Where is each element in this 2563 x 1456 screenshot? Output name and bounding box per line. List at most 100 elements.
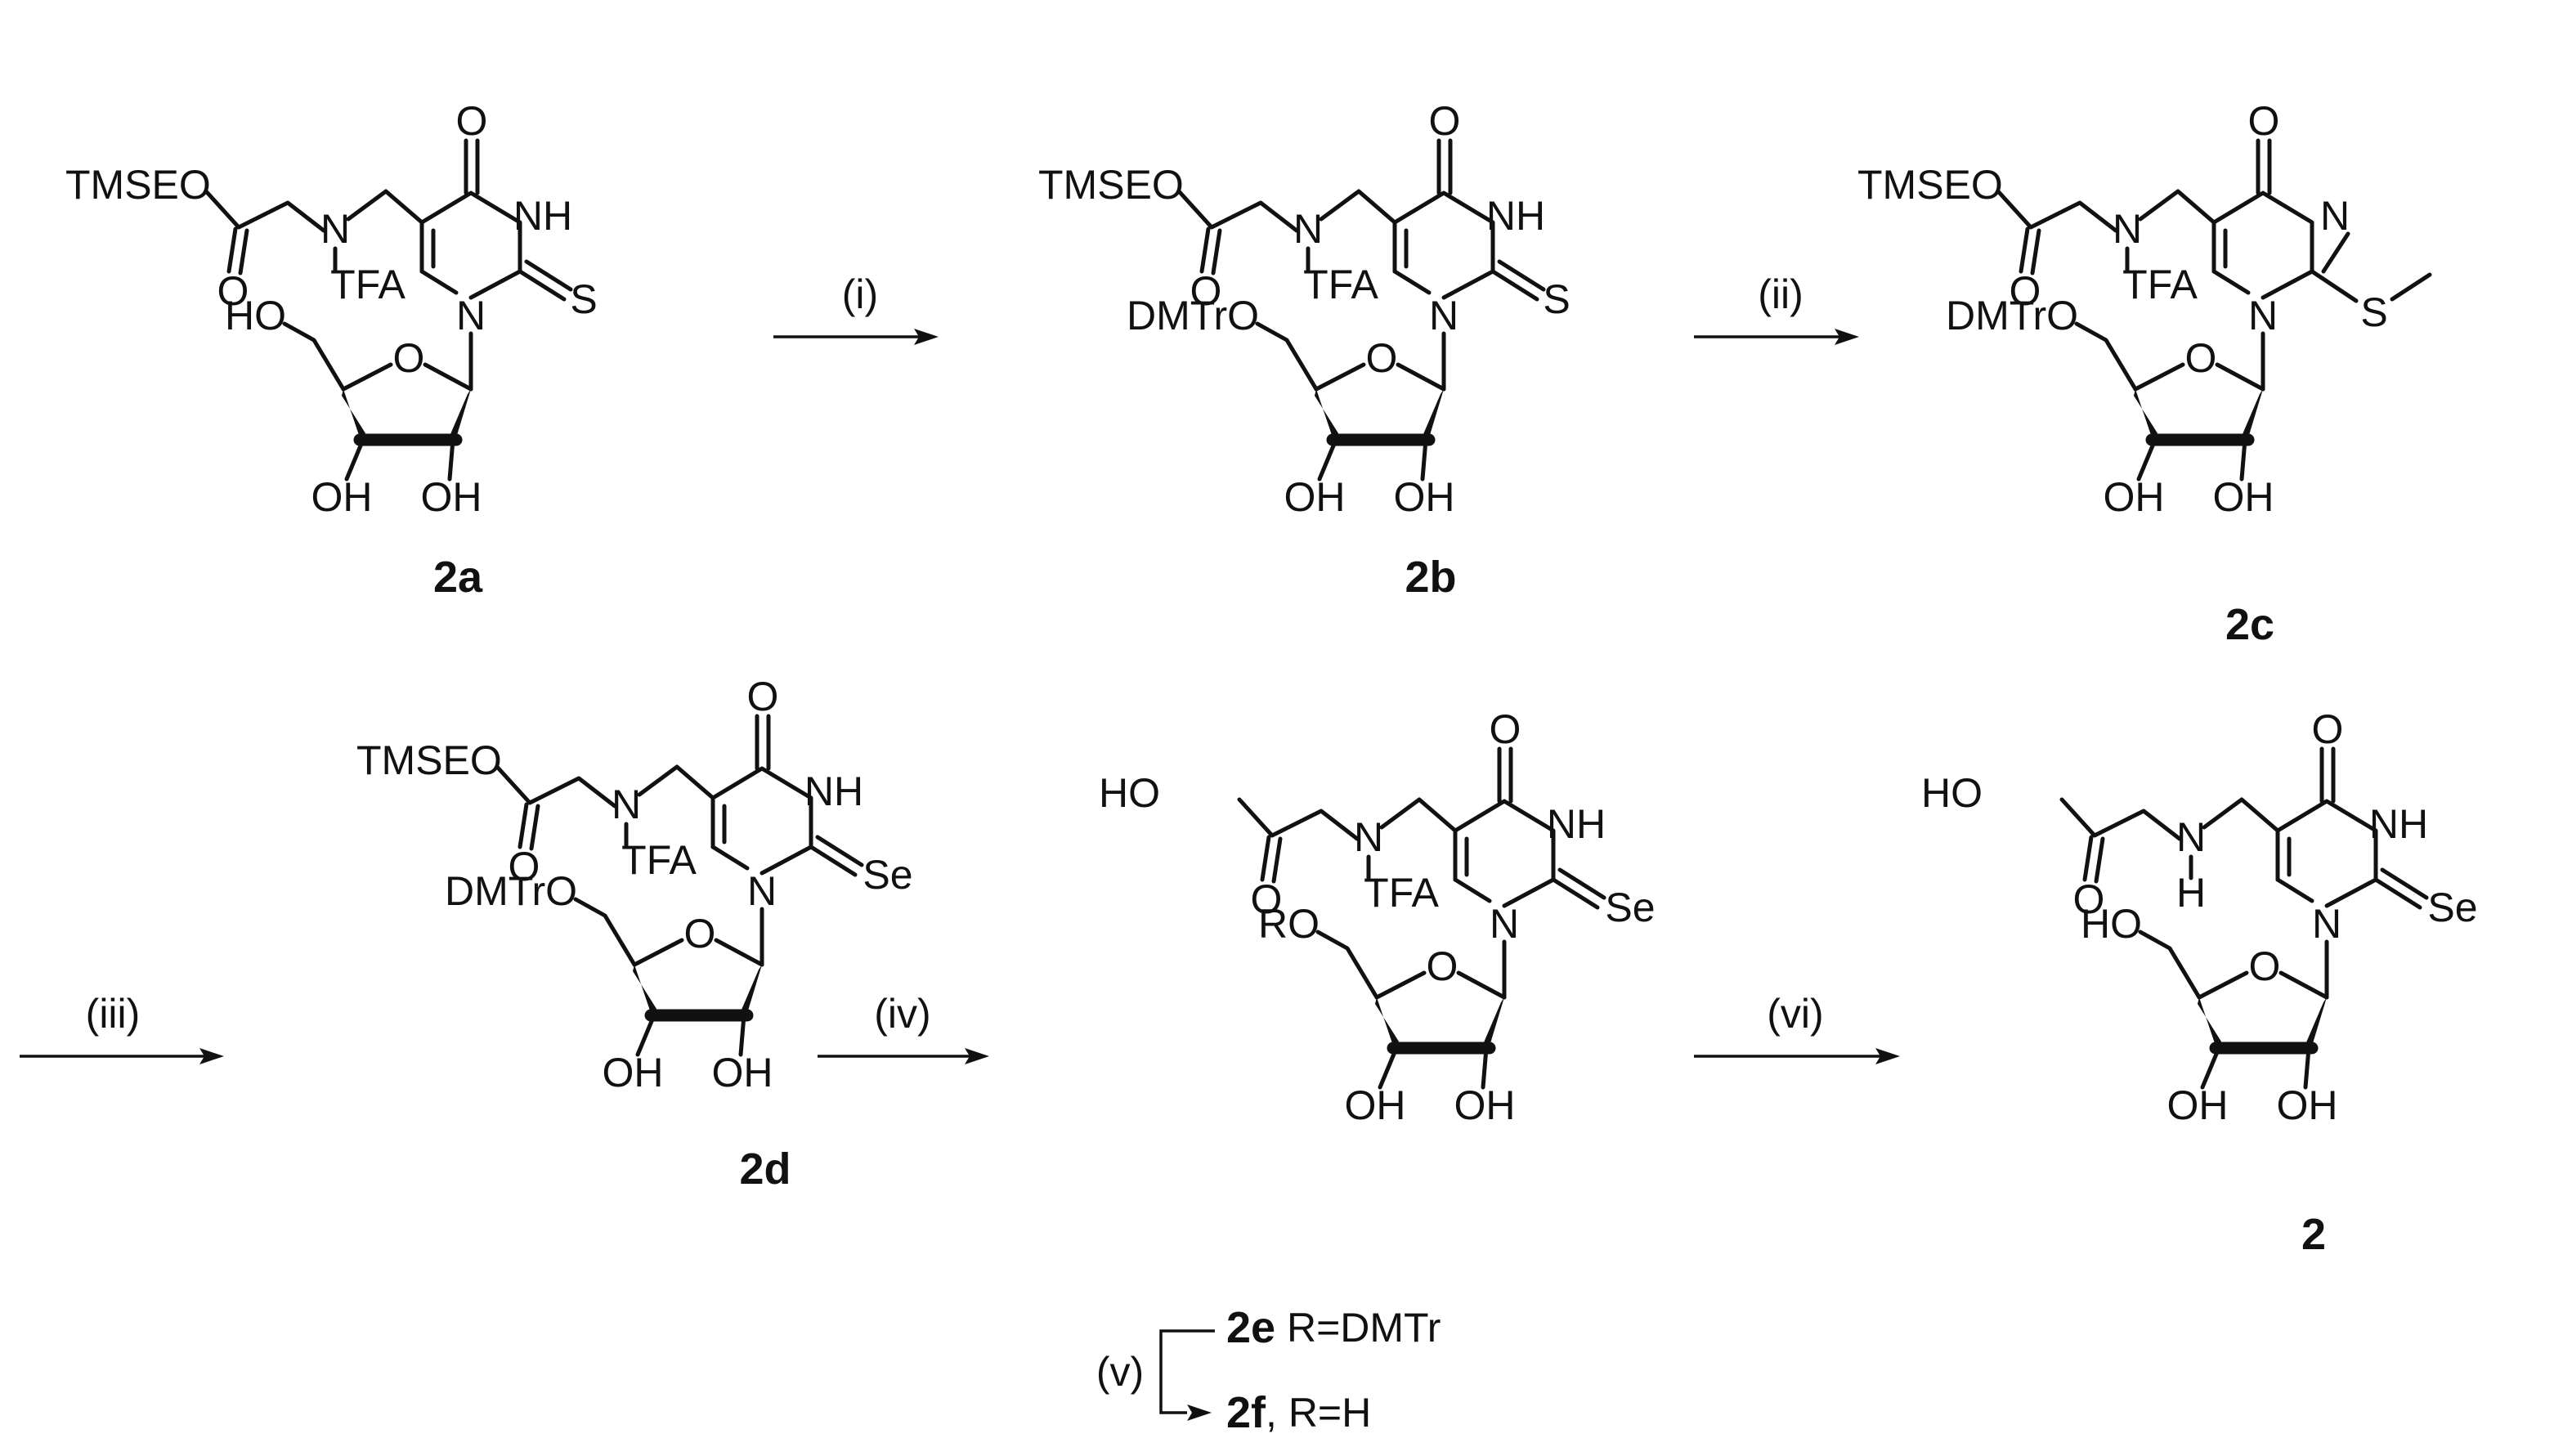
- side-chain-bonds: [1237, 797, 1360, 841]
- methylene-bonds: [346, 189, 424, 225]
- stereo-wedge: [2304, 997, 2327, 1051]
- ring-double-bond: [2321, 231, 2350, 274]
- stereo-wedge: [739, 965, 762, 1019]
- hydroxyl-bond: [635, 1013, 656, 1057]
- c5-substituent-label: HO: [225, 293, 286, 338]
- stereo-wedge: [1375, 997, 1399, 1051]
- methyl-bond: [2390, 272, 2432, 302]
- ribose-ring-oxygen-label: O: [393, 335, 425, 381]
- base-n3-label: NH: [2369, 801, 2428, 847]
- arrow-head: [1187, 1404, 1212, 1421]
- thione-bond: [2373, 877, 2422, 910]
- ester-group-label: TMSEO: [1857, 162, 2003, 208]
- base-chalcogen-label: S: [1543, 276, 1570, 322]
- side-chain-bonds: [2059, 797, 2182, 841]
- base-n1-label: N: [747, 868, 777, 914]
- hydroxyl-bond: [2303, 1046, 2311, 1090]
- carbonyl-oxygen-label: O: [1251, 876, 1283, 922]
- stereo-wedge: [2198, 997, 2221, 1051]
- c5-methylene-bonds: [1255, 321, 1319, 392]
- amine-substituent-label: TFA: [621, 837, 697, 883]
- side-chain-bonds: [1996, 189, 2118, 233]
- reaction-condition-label: (iv): [874, 991, 930, 1037]
- ribose-bond: [1396, 362, 1446, 392]
- base-n3-label: N: [2320, 193, 2350, 239]
- carbonyl-bond: [2082, 835, 2094, 882]
- pyrimidine-ring-bonds: [1392, 190, 1495, 300]
- base-carbonyl-oxygen-label: O: [1429, 98, 1461, 144]
- side-chain-bonds: [1176, 189, 1299, 233]
- hydroxyl-bond: [1317, 437, 1338, 482]
- ester-group-label: HO: [1099, 770, 1160, 816]
- ribose-ring-oxygen-label: O: [1366, 335, 1398, 381]
- methylene-bonds: [637, 764, 715, 800]
- reaction-condition-label: (iii): [86, 991, 141, 1037]
- methylene-bonds: [2138, 189, 2216, 225]
- compound-label: 2b: [1405, 553, 1456, 602]
- hydroxyl-2-label: OH: [2277, 1082, 2338, 1128]
- base-carbonyl-oxygen-label: O: [456, 98, 488, 144]
- reaction-condition-label: (i): [842, 271, 878, 317]
- ribose-bond: [1374, 970, 1427, 1000]
- carbonyl-bond: [1199, 226, 1211, 274]
- compound-label: 2c: [2225, 600, 2274, 649]
- thioether-sulfur-label: S: [2360, 289, 2387, 335]
- thione-bond: [809, 844, 858, 877]
- stereo-wedge: [633, 965, 656, 1018]
- methylene-bonds: [1379, 797, 1458, 833]
- pyrimidine-ring-bonds: [2211, 190, 2314, 300]
- ribose-bond: [423, 362, 473, 392]
- c5-substituent-label: DMTrO: [445, 868, 577, 914]
- methylene-bonds: [1319, 189, 1397, 225]
- base-carbonyl-oxygen-label: O: [1490, 706, 1521, 752]
- amine-nitrogen-label: N: [1354, 814, 1383, 860]
- bond-line: [2275, 877, 2314, 903]
- amine-substituent-label: H: [2176, 870, 2206, 916]
- base-carbonyl-oxygen-label: O: [2248, 98, 2280, 144]
- base-chalcogen-label: Se: [1605, 885, 1655, 930]
- reaction-arrow-5: (vi): [1694, 991, 1900, 1064]
- reaction-arrow-6: (v): [1096, 1329, 1215, 1421]
- amine-substituent-label: TFA: [2122, 262, 2198, 307]
- hydroxyl-bond: [2239, 437, 2247, 482]
- ribose-bond: [2215, 362, 2265, 392]
- hydroxyl-3-label: OH: [311, 474, 373, 520]
- reaction-arrow-2: (ii): [1694, 271, 1859, 345]
- base-carbonyl-oxygen-label: O: [747, 674, 779, 719]
- thione-bond: [518, 269, 567, 302]
- c5-methylene-bonds: [573, 897, 637, 967]
- carbonyl-bond: [518, 802, 529, 849]
- pyrimidine-ring-bonds: [2275, 799, 2378, 908]
- side-chain-bonds: [495, 764, 617, 809]
- stereo-wedge: [2240, 389, 2263, 443]
- ribose-bond: [632, 938, 684, 967]
- compound-label: 2d: [739, 1145, 791, 1194]
- ribose-bond: [2133, 362, 2185, 392]
- thione-bond: [524, 259, 573, 292]
- arrow-shaft: [1159, 1329, 1215, 1414]
- ribose-bond: [1314, 362, 1366, 392]
- ester-group-label: HO: [1921, 770, 1983, 816]
- ribose-ring-oxygen-label: O: [684, 911, 716, 956]
- stereo-wedge: [2134, 389, 2157, 442]
- carbonyl-oxygen-label: O: [509, 844, 540, 889]
- hydroxyl-2-label: OH: [421, 474, 482, 520]
- c5-substituent-label: DMTrO: [1127, 293, 1259, 338]
- hydroxyl-2-label: OH: [2213, 474, 2274, 520]
- thione-bond: [815, 835, 864, 867]
- compound-label: 2e: [1226, 1303, 1275, 1352]
- c5-methylene-bonds: [2074, 321, 2138, 392]
- base-chalcogen-label: S: [570, 276, 597, 322]
- amine-nitrogen-label: N: [612, 782, 641, 827]
- c5-methylene-bonds: [1315, 930, 1379, 1000]
- ester-group-label: TMSEO: [356, 737, 502, 783]
- reaction-arrow-4: (iv): [818, 991, 989, 1064]
- carbonyl-bond: [2030, 228, 2041, 276]
- ribose-bond: [1456, 970, 1507, 1000]
- carbonyl-bond: [2019, 226, 2030, 274]
- base-n1-label: N: [2248, 293, 2278, 338]
- base-carbonyl-oxygen-label: O: [2312, 706, 2344, 752]
- bond-line: [710, 844, 750, 871]
- bond-line: [1392, 269, 1432, 295]
